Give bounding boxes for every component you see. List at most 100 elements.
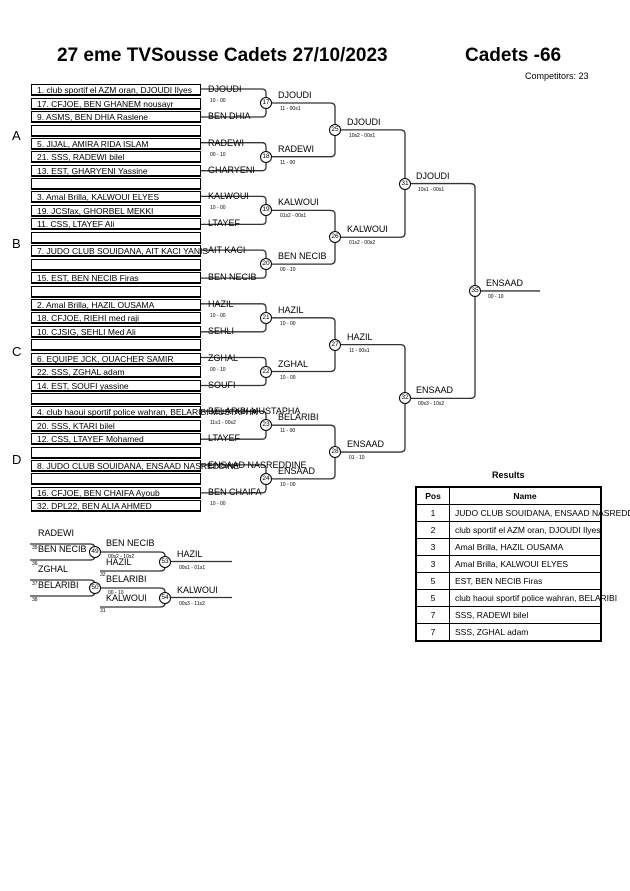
competitor-entry: 2. Amal Brilla, HAZIL OUSAMA — [31, 298, 201, 311]
round2-winner: KALWOUI — [278, 197, 319, 208]
competitor-entry: 18. CFJOE, RIEHI med raji — [31, 312, 201, 325]
competitor-entry: 7. JUDO CLUB SOUIDANA, AIT KACI YANIS — [31, 245, 208, 258]
competitors-count: Competitors: 23 — [525, 71, 589, 81]
round2-score: 01s2 - 00s1 — [280, 213, 307, 220]
repechage-r2-top: BELARIBI — [106, 574, 147, 584]
competitor-entry: 10. CJSIG, SEHLI Med Ali — [31, 325, 201, 338]
round1-winner: HAZIL — [208, 298, 234, 309]
round2-winner: ZGHAL — [278, 358, 309, 369]
round1-winner: BEN DHIA — [208, 111, 251, 121]
repechage-r2-top: BEN NECIB — [106, 538, 155, 548]
result-position: 3 — [415, 555, 450, 573]
round1-winner: AIT KACI — [208, 245, 246, 256]
repechage-top-name: ZGHAL — [38, 564, 69, 574]
competitor-entry: 14. EST, SOUFI yassine — [31, 379, 201, 392]
round2-winner: HAZIL — [278, 304, 304, 315]
match-number: 28 — [329, 446, 341, 459]
competitor-entry: 6. EQUIPE JCK, OUACHER SAMIR — [31, 352, 201, 365]
repechage-r2-score: 00 - 10 — [108, 590, 124, 596]
match-number: 50 — [89, 582, 101, 594]
competitor-entry: 22. SSS, ZGHAL adam — [31, 366, 201, 378]
result-position: 3 — [415, 538, 450, 556]
results-header-pos: Pos — [415, 486, 450, 505]
round3-winner: HAZIL — [347, 331, 373, 342]
repechage-seed: 36 — [32, 561, 38, 567]
round1-winner: BEN CHAIFA — [208, 486, 262, 497]
match-number: 23 — [260, 419, 272, 432]
result-name: EST, BEN NECIB Firas — [449, 572, 602, 590]
match-number: 31 — [399, 177, 411, 190]
competitor-entry — [31, 231, 201, 244]
round2-score: 11 - 00s1 — [280, 106, 301, 112]
result-name: SSS, RADEWI bilel — [449, 606, 602, 624]
round3-winner: ENSAAD — [347, 439, 385, 450]
round2-score: 11 - 00 — [280, 428, 296, 435]
category-title: Cadets -66 — [465, 45, 562, 66]
match-number: 20 — [260, 258, 272, 271]
competitor-entry: 16. CFJOE, BEN CHAIFA Ayoub — [31, 486, 201, 499]
competitor-entry — [31, 339, 201, 352]
competitor-entry: 4. club haoui sportif police wahran, BEL… — [31, 406, 257, 419]
round2-winner: BEN NECIB — [278, 251, 327, 262]
repechage-score: 00s1 - 01s1 — [179, 564, 206, 571]
round3-score: 01s2 - 00s2 — [349, 240, 376, 247]
pool-label-d: D — [12, 452, 22, 467]
round2-score: 10 - 00 — [280, 374, 296, 381]
competitor-entry: 21. SSS, RADEWI bilel — [31, 151, 201, 164]
round3-score: 11 - 00s1 — [349, 347, 370, 354]
competitor-entry: 3. Amal Brilla, KALWOUI ELYES — [31, 191, 201, 204]
page-title: 27 eme TVSousse Cadets 27/10/2023 — [57, 45, 388, 66]
semi-score: 00s3 - 10s2 — [418, 401, 445, 408]
result-name: club sportif el AZM oran, DJOUDI Ilyes — [449, 521, 602, 539]
competitor-entry: 12. CSS, LTAYEF Mohamed — [31, 433, 201, 446]
match-number: 24 — [260, 472, 272, 485]
round3-score: 10s2 - 00s1 — [349, 132, 376, 139]
result-name: Amal Brilla, HAZIL OUSAMA — [449, 538, 602, 556]
round2-score: 10 - 00 — [280, 481, 296, 488]
match-number: 17 — [260, 97, 272, 109]
repechage-seed: 32 — [100, 572, 106, 578]
round3-winner: KALWOUI — [347, 224, 388, 235]
repechage-bottom-name: BELARIBI — [38, 580, 79, 590]
competitor-entry: 17. CFJOE, BEN GHANEM nousayr — [31, 97, 201, 110]
round2-winner: ENSAAD — [278, 465, 316, 476]
competitor-entry — [31, 393, 201, 405]
repechage-seed: 31 — [100, 608, 106, 614]
round1-winner: DJOUDI — [208, 84, 242, 94]
round2-score: 00 - 10 — [280, 267, 296, 274]
round1-score: 11s1 - 00s2 — [210, 420, 236, 427]
repechage-bottom-name: BEN NECIB — [38, 544, 87, 554]
result-name: club haoui sportif police wahran, BELARI… — [449, 589, 617, 607]
match-number: 54 — [159, 591, 171, 604]
round1-winner: LTAYEF — [208, 433, 241, 444]
repechage-winner: KALWOUI — [177, 584, 218, 595]
competitor-entry: 9. ASMS, BEN DHIA Raslene — [31, 111, 201, 123]
repechage-score: 00s3 - 11s2 — [179, 600, 205, 607]
competitor-entry: 13. EST, GHARYENI Yassine — [31, 164, 201, 177]
round2-winner: RADEWI — [278, 143, 314, 154]
pool-label-b: B — [12, 236, 21, 251]
competitor-entry — [31, 446, 201, 459]
match-number: 49 — [89, 546, 101, 558]
repechage-r2-bottom: HAZIL — [106, 557, 132, 567]
match-number: 18 — [260, 150, 272, 163]
semi-winner: DJOUDI — [416, 170, 450, 181]
round1-winner: BELARIBI MUSTAPHA — [208, 406, 301, 417]
semi-winner: ENSAAD — [416, 385, 454, 396]
round1-score: 10 - 00 — [210, 98, 226, 104]
round3-winner: DJOUDI — [347, 116, 381, 127]
round1-winner: RADEWI — [208, 137, 244, 148]
repechage-seed: 38 — [32, 597, 38, 603]
competitor-entry: 15. EST, BEN NECIB Firas — [31, 272, 201, 285]
repechage-r2-bottom: KALWOUI — [106, 593, 147, 603]
match-number: 26 — [329, 231, 341, 244]
round1-score: 10 - 00 — [210, 500, 226, 507]
competitor-entry — [31, 258, 201, 271]
results-title: Results — [492, 470, 525, 480]
